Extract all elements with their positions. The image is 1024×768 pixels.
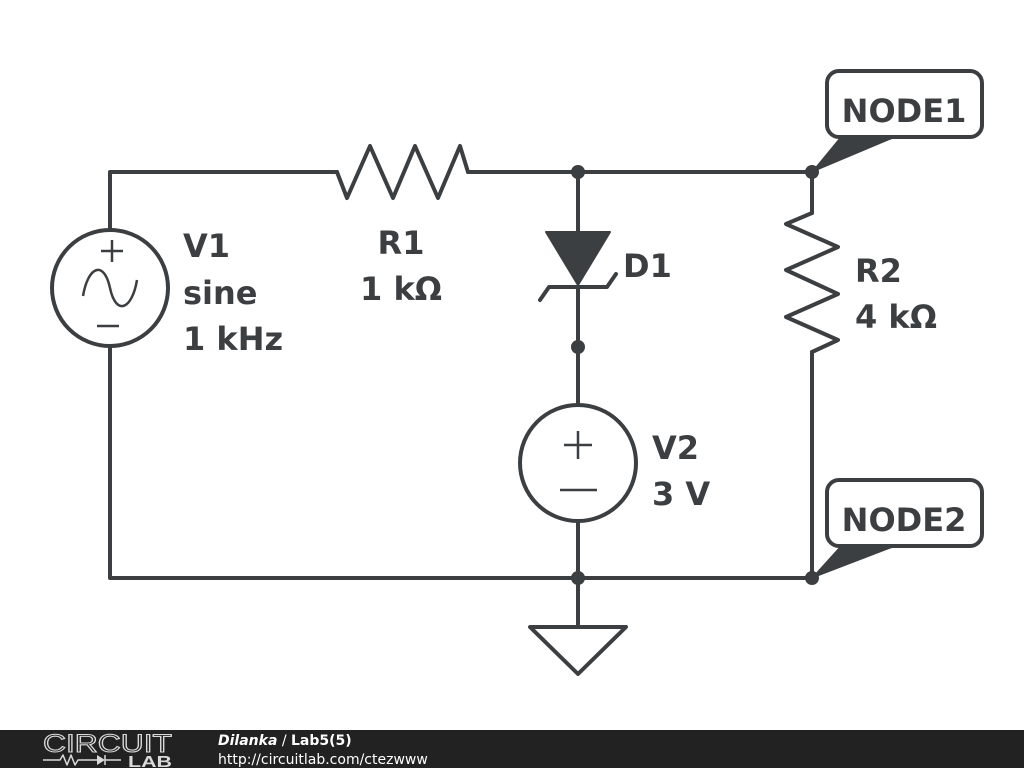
footer-bar: CIRCUIT LAB Dilanka / Lab5(5) http://cir… <box>0 729 1024 768</box>
r2-label: R2 <box>855 252 902 290</box>
d1-label: D1 <box>623 247 672 285</box>
footer-background <box>0 730 1024 768</box>
node1-tag-text: NODE1 <box>842 92 967 130</box>
junction-dot-d1-v2 <box>571 340 585 354</box>
sine-voltage-source-icon <box>50 228 170 348</box>
v1-sine-wave <box>81 268 139 308</box>
logo-resistor-icon <box>43 754 97 766</box>
circuit-url-link[interactable]: http://circuitlab.com/ctezwww <box>218 752 428 768</box>
junction-dot-d1-top <box>571 165 585 179</box>
node-label-node1: NODE1 <box>811 69 984 173</box>
v2-label: V2 <box>652 429 699 467</box>
node2-tag-text: NODE2 <box>842 501 967 539</box>
ground-icon <box>528 625 628 676</box>
path-separator: / <box>282 733 287 749</box>
logo-diode-icon <box>97 755 105 765</box>
v2-body <box>518 403 638 523</box>
node-label-node2: NODE2 <box>811 478 984 579</box>
r2-value: 4 kΩ <box>855 298 937 336</box>
v1-label: V1 <box>183 227 230 265</box>
junction-dot-ground <box>571 571 585 585</box>
d1-anode-triangle <box>545 231 611 286</box>
wire-v1-to-r1 <box>108 170 339 232</box>
zener-diode-icon <box>538 231 618 302</box>
r1-label: R1 <box>378 224 425 262</box>
dc-voltage-source-icon <box>518 403 638 523</box>
node1-tag-box <box>825 69 984 139</box>
circuit-title-link[interactable]: Lab5(5) <box>291 733 352 749</box>
v2-value: 3 V <box>652 475 710 513</box>
logo-lab-text: LAB <box>128 754 172 768</box>
circuitlab-logo-icon[interactable]: CIRCUIT LAB <box>42 729 172 768</box>
r1-value: 1 kΩ <box>360 270 442 308</box>
logo-circuit-text: CIRCUIT <box>43 730 172 758</box>
node2-tag-pointer <box>811 546 894 579</box>
footer-title-line: Dilanka / Lab5(5) <box>218 733 352 749</box>
node1-tag-pointer <box>811 137 894 173</box>
node2-tag-box <box>825 478 984 548</box>
author-link[interactable]: Dilanka <box>218 733 277 749</box>
d1-cathode-bar <box>538 272 618 302</box>
resistor-icon <box>335 144 470 200</box>
v1-frequency: 1 kHz <box>183 320 283 358</box>
logo-diode-bar <box>104 755 121 765</box>
resistor-icon <box>784 211 840 354</box>
v1-waveform: sine <box>183 274 258 312</box>
